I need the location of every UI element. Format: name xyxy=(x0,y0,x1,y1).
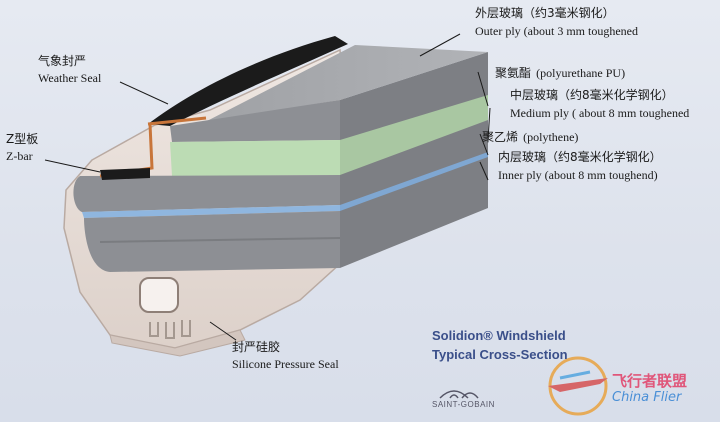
silicone-seal-label-en: Silicone Pressure Seal xyxy=(232,357,339,371)
pu-label: 聚氨酯 (polyurethane PU) xyxy=(495,62,625,81)
medium-ply-label-cn: 中层玻璃（约8毫米化学钢化） xyxy=(510,88,674,102)
z-bar-label-en: Z-bar xyxy=(6,149,33,163)
leader-outer xyxy=(419,33,461,57)
pe-label-cn: 聚乙烯 xyxy=(482,130,519,144)
z-bar-label-cn: Z型板 xyxy=(6,132,39,146)
weather-seal-label-en: Weather Seal xyxy=(38,71,102,85)
inner-ply-front xyxy=(84,211,340,272)
stack-top-face xyxy=(205,45,488,122)
medium-ply-label-en: Medium ply ( about 8 mm toughened xyxy=(510,106,690,120)
right-face-pe-band xyxy=(340,152,488,211)
pe-label-en: (polythene) xyxy=(523,130,579,144)
saint-gobain-logo-icon xyxy=(439,390,479,399)
inner-ply-label-en: Inner ply (about 8 mm toughend) xyxy=(498,168,658,182)
inner-ply-groove xyxy=(99,237,341,243)
stack-right-face xyxy=(340,52,488,268)
z-bar-black-strip xyxy=(100,168,150,180)
silicone-seal-label-cn: 封严硅胶 xyxy=(232,340,281,354)
leader-pe xyxy=(479,133,489,156)
leader-zbar xyxy=(44,159,101,173)
weather-seal-shape xyxy=(148,36,348,126)
outer-ply-front xyxy=(170,100,340,142)
leader-inner xyxy=(479,161,489,181)
diagram-title-line1: Solidion® Windshield xyxy=(432,328,566,343)
leader-pu xyxy=(477,71,489,107)
china-flier-logo-icon xyxy=(548,356,608,416)
brand-name: SAINT-GOBAIN xyxy=(432,400,495,409)
pu-label-cn: 聚氨酯 xyxy=(495,66,532,80)
pe-layer-front xyxy=(82,205,340,218)
medium-ply-front xyxy=(73,175,341,212)
pu-layer-front xyxy=(170,140,340,176)
leader-weather xyxy=(119,81,169,105)
right-face-pu-band xyxy=(340,95,488,175)
inner-ply-label-cn: 内层玻璃（约8毫米化学钢化） xyxy=(498,150,662,164)
outer-ply-label-en: Outer ply (about 3 mm toughened xyxy=(475,24,638,38)
watermark-en: China Flier xyxy=(612,390,682,405)
diagram-title-line2: Typical Cross-Section xyxy=(432,347,568,362)
weather-seal-label-cn: 气象封严 xyxy=(38,54,87,68)
pe-label: 聚乙烯 (polythene) xyxy=(482,126,578,145)
pu-label-en: (polyurethane PU) xyxy=(536,66,626,80)
outer-ply-label-cn: 外层玻璃（约3毫米钢化） xyxy=(475,6,615,20)
leader-medium xyxy=(487,107,491,141)
silicone-seal-lower-ridge xyxy=(109,329,246,357)
seal-cavity xyxy=(139,277,179,313)
leader-seal xyxy=(209,321,237,341)
watermark-cn: 飞行者联盟 xyxy=(612,372,688,390)
leader-lines xyxy=(44,33,491,341)
seal-teeth xyxy=(149,320,191,339)
